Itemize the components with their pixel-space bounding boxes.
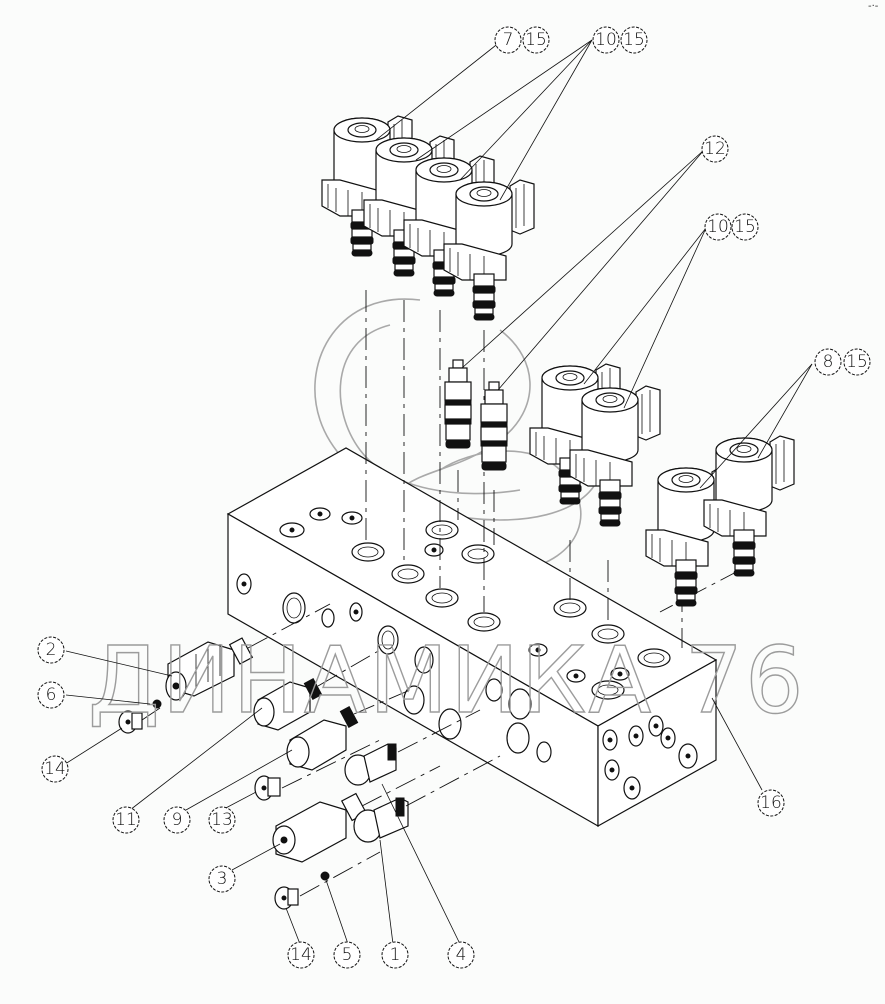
- solenoid-valve-10-e: [569, 385, 661, 527]
- cartridge-valve-12-a: [444, 359, 472, 449]
- watermark-text: ДИНАМИКА 76: [88, 627, 806, 734]
- callout-11[interactable]: 11: [112, 806, 140, 834]
- plug-13: [254, 775, 281, 801]
- relief-valve-3: [272, 792, 368, 863]
- check-valve-4: [344, 743, 397, 786]
- svg-text:6: 6: [46, 685, 57, 705]
- callout-2[interactable]: 2: [37, 636, 65, 664]
- explode-axes: [141, 603, 501, 897]
- svg-text:14: 14: [44, 759, 66, 779]
- callout-14-lower[interactable]: 14: [287, 941, 315, 969]
- ball-6: [152, 699, 162, 709]
- ball-5: [320, 871, 330, 881]
- svg-text:14: 14: [290, 945, 312, 965]
- callout-6[interactable]: 6: [37, 681, 65, 709]
- front-ports: [236, 573, 552, 763]
- callout-9[interactable]: 9: [163, 806, 191, 834]
- svg-text:9: 9: [172, 810, 183, 830]
- svg-text:8: 8: [823, 352, 834, 372]
- callout-7-15[interactable]: 7 15: [494, 26, 550, 54]
- leader-lines: [61, 39, 813, 945]
- plug-14-b: [274, 886, 299, 910]
- callout-16[interactable]: 16: [757, 789, 785, 817]
- svg-text:2: 2: [46, 640, 57, 660]
- callout-3[interactable]: 3: [208, 865, 236, 893]
- plug-14-a: [118, 710, 143, 734]
- svg-text:15: 15: [525, 30, 547, 50]
- relief-valve-2: [165, 637, 254, 701]
- svg-text:10: 10: [707, 217, 729, 237]
- callout-10-15-middle[interactable]: 10 15: [704, 213, 759, 241]
- top-ports: [279, 507, 671, 700]
- svg-text:4: 4: [456, 945, 467, 965]
- callout-10-15-rear[interactable]: 10 15: [592, 26, 648, 54]
- svg-text:11: 11: [115, 810, 137, 830]
- cartridge-valve-12-b: [480, 381, 508, 471]
- svg-text:5: 5: [342, 945, 353, 965]
- end-ports: [602, 715, 698, 800]
- svg-text:15: 15: [734, 217, 756, 237]
- solenoid-valve-8-b: [703, 435, 795, 577]
- svg-text:10: 10: [595, 30, 617, 50]
- svg-text:13: 13: [211, 810, 233, 830]
- svg-text:12: 12: [704, 139, 726, 159]
- callout-8-15[interactable]: 8 15: [814, 348, 871, 376]
- cartridge-11: [253, 678, 323, 731]
- solenoid-valve-10-c: [443, 179, 535, 321]
- svg-text:15: 15: [623, 30, 645, 50]
- svg-text:1: 1: [390, 945, 401, 965]
- svg-text:16: 16: [760, 793, 782, 813]
- callout-13[interactable]: 13: [208, 806, 236, 834]
- check-valve-1: [353, 797, 409, 843]
- cartridge-9: [286, 706, 359, 771]
- corner-mark: -·-: [868, 1, 879, 12]
- callout-12[interactable]: 12: [701, 135, 729, 163]
- svg-text:7: 7: [503, 30, 514, 50]
- svg-text:3: 3: [217, 869, 228, 889]
- callout-4[interactable]: 4: [447, 941, 475, 969]
- svg-text:15: 15: [846, 352, 868, 372]
- callout-14-upper[interactable]: 14: [41, 755, 69, 783]
- center-lines: [365, 290, 741, 648]
- callout-1[interactable]: 1: [381, 941, 409, 969]
- callout-5[interactable]: 5: [333, 941, 361, 969]
